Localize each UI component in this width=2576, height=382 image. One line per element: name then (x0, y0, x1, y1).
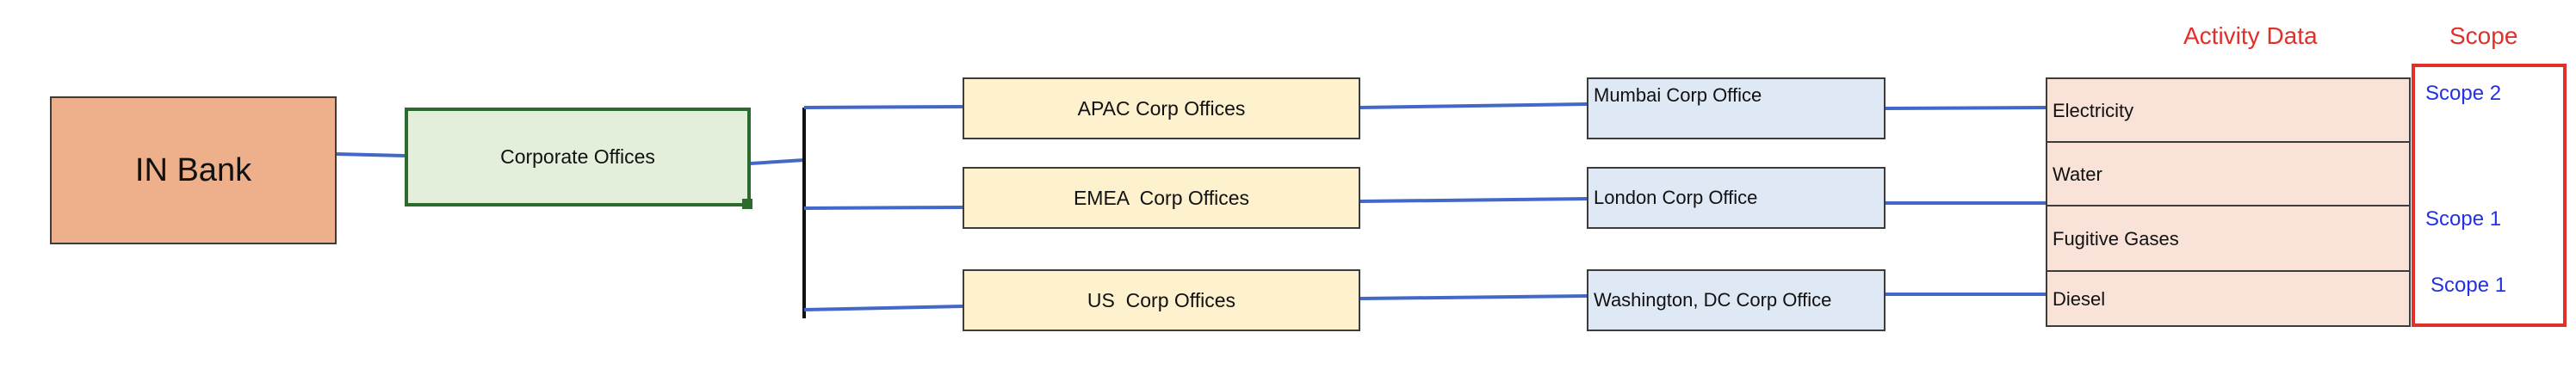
connector-emea-to-london (1359, 197, 1588, 203)
scope-column-frame (2412, 64, 2567, 327)
scope-value: Scope 1 (2425, 207, 2502, 231)
scope-value: Scope 2 (2425, 82, 2502, 105)
activity-label: Diesel (2053, 288, 2106, 310)
activity-label: Electricity (2053, 100, 2134, 121)
connector-bracket-to-emea (803, 206, 963, 210)
region-label: EMEA Corp Offices (1073, 186, 1250, 209)
activity-label: Water (2053, 163, 2102, 185)
office-node-washington: Washington, DC Corp Office (1587, 269, 1886, 331)
scope-value: Scope 1 (2430, 274, 2507, 297)
connector-bracket-to-apac (803, 105, 963, 109)
corporate-offices-node: Corporate Offices (405, 108, 751, 206)
office-label: Washington, DC Corp Office (1594, 289, 1832, 311)
region-node-emea: EMEA Corp Offices (963, 167, 1360, 229)
connector-bracket-to-us (803, 305, 963, 311)
scope-header: Scope (2449, 22, 2518, 49)
activity-row: Electricity (2047, 79, 2409, 143)
activity-row: Water (2047, 141, 2409, 206)
connector-corporate-to-bracket (750, 158, 805, 165)
region-node-us: US Corp Offices (963, 269, 1360, 331)
connector-root-to-corporate (336, 152, 406, 157)
corporate-offices-label: Corporate Offices (500, 145, 655, 168)
root-node: IN Bank (50, 96, 337, 244)
activity-data-header: Activity Data (2183, 22, 2318, 49)
region-label: US Corp Offices (1087, 288, 1236, 311)
activity-label: Fugitive Gases (2053, 228, 2179, 250)
activity-row: Fugitive Gases (2047, 205, 2409, 272)
selection-handle[interactable] (742, 199, 752, 209)
office-label: Mumbai Corp Office (1594, 84, 1762, 106)
connector-us-to-washington (1359, 294, 1588, 300)
connector-apac-to-mumbai (1359, 102, 1588, 109)
office-label: London Corp Office (1594, 187, 1758, 208)
office-node-london: London Corp Office (1587, 167, 1886, 229)
region-node-apac: APAC Corp Offices (963, 77, 1360, 139)
activity-row: Diesel (2047, 270, 2409, 327)
office-node-mumbai: Mumbai Corp Office (1587, 77, 1886, 139)
region-label: APAC Corp Offices (1077, 96, 1246, 120)
activity-data-table: Electricity Water Fugitive Gases Diesel (2046, 77, 2411, 327)
root-node-label: IN Bank (134, 151, 252, 188)
